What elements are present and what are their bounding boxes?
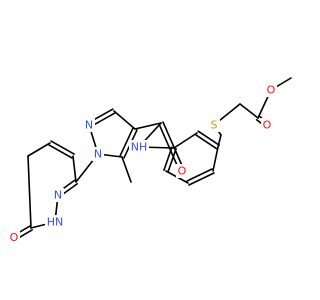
atom-nh-amide-label: NH bbox=[131, 141, 148, 154]
bond-ph5-ch2 bbox=[217, 134, 222, 148]
double-bond-ph1-ph2-a bbox=[163, 146, 173, 172]
atom-o-amide: O bbox=[176, 164, 188, 178]
bond-c3-c4 bbox=[72, 155, 77, 183]
bond-c7-c6 bbox=[27, 155, 32, 229]
double-bond-ph5-ph6-b bbox=[194, 134, 218, 150]
atom-s-thioether-label: S bbox=[211, 119, 218, 132]
atom-o-ester-label: O bbox=[267, 84, 276, 97]
bond-c5-c7 bbox=[27, 142, 51, 157]
atom-n-ring: N bbox=[52, 188, 64, 202]
atom-s-thioether: S bbox=[208, 118, 220, 132]
atom-n-pyrazole-2-label: N bbox=[85, 119, 93, 132]
molecule-structure: O HN N N N O NH S bbox=[8, 77, 292, 244]
atom-nh-ring: HN bbox=[45, 215, 65, 229]
double-bond-c4-c5-b bbox=[48, 144, 73, 159]
atom-o-ketone-label: O bbox=[10, 231, 19, 244]
atom-o-ester-carbonyl: O bbox=[261, 118, 273, 132]
atom-o-amide-label: O bbox=[178, 165, 187, 178]
atom-n-pyrazole-1: N bbox=[92, 147, 104, 161]
atom-label-layer: O HN N N N O NH S bbox=[8, 83, 277, 244]
double-bond-ph3-ph4-b bbox=[186, 168, 213, 182]
atom-o-ester-carbonyl-label: O bbox=[263, 119, 272, 132]
double-bond-cpz4-cpz5-a bbox=[119, 127, 134, 157]
double-bond-ph3-ph4-a bbox=[188, 172, 215, 186]
double-bond-amide-co-b bbox=[162, 121, 185, 171]
bond-ph4-ph5 bbox=[212, 146, 219, 172]
atom-n-ring-label: N bbox=[54, 189, 62, 202]
double-bond-c4-c5-a bbox=[50, 140, 75, 155]
atom-o-ketone: O bbox=[8, 231, 20, 244]
bond-cpz4-amide-c bbox=[134, 122, 162, 130]
atom-o-ester: O bbox=[265, 83, 277, 97]
double-bond-ph1-ph2-b bbox=[167, 147, 177, 173]
double-bond-ph5-ph6-a bbox=[197, 130, 221, 146]
atom-n-pyrazole-1-label: N bbox=[94, 148, 102, 161]
bond-ch2-ester-c bbox=[239, 103, 259, 119]
atom-nh-amide: NH bbox=[129, 140, 149, 154]
atom-nh-ring-label: HN bbox=[47, 216, 64, 229]
molecule-canvas: O HN N N N O NH S bbox=[8, 77, 292, 244]
atom-n-pyrazole-2: N bbox=[83, 118, 95, 132]
bond-cpz5-methyl bbox=[121, 156, 132, 183]
bond-ph6-ph1 bbox=[173, 132, 198, 149]
bond-cpz3-cpz4 bbox=[113, 110, 136, 130]
